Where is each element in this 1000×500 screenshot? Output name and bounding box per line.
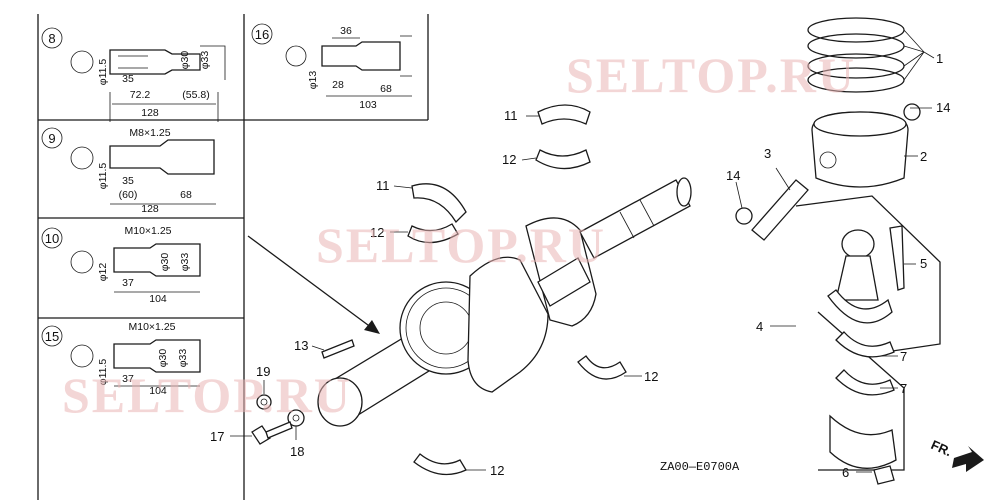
circlip-left (735, 207, 753, 225)
circlip-right (903, 103, 921, 121)
rod-cap-shell-1 (835, 331, 895, 358)
piston-pin (751, 179, 809, 241)
rod-nut (873, 465, 895, 485)
callout-1: 1 (936, 51, 943, 66)
svg-text:φ33: φ33 (177, 349, 189, 368)
callout-12d: 12 (490, 463, 504, 478)
variant-9: 9 M8×1.25 φ11.5 35 (60) 68 128 (41, 127, 216, 215)
callout-6: 6 (842, 465, 849, 480)
callout-12b: 12 (370, 225, 384, 240)
callout-7a: 7 (900, 349, 907, 364)
variant-8: 8 φ11.5 35 72.2 (55.8) 128 φ30 φ33 (41, 27, 226, 122)
variant-15-id: 15 (45, 329, 59, 344)
svg-text:φ11.5: φ11.5 (97, 59, 109, 86)
callout-numbers: 1 2 3 4 5 6 7 7 11 11 12 12 12 12 13 14 … (210, 51, 950, 480)
diagram-code: ZA00—E0700A (660, 460, 740, 474)
bearing-shell-11-mid (411, 183, 467, 224)
callout-7b: 7 (900, 381, 907, 396)
svg-text:φ33: φ33 (179, 253, 191, 272)
bearing-shell-12-top (535, 149, 591, 170)
callout-11b: 11 (376, 178, 390, 193)
svg-text:(55.8): (55.8) (182, 89, 209, 101)
svg-text:φ12: φ12 (97, 263, 109, 282)
svg-text:35: 35 (122, 175, 134, 187)
svg-text:104: 104 (149, 385, 167, 397)
connecting-rod (827, 229, 893, 324)
callout-leaders (230, 29, 935, 473)
watermarks: SELTOP.RU SELTOP.RU SELTOP.RU (62, 47, 856, 423)
bearing-shell-12-low (577, 355, 627, 380)
rod-bolt (889, 225, 905, 291)
svg-text:68: 68 (180, 189, 192, 201)
bearing-shell-11-top (537, 104, 591, 125)
variant-arrow (247, 235, 380, 334)
watermark-3: SELTOP.RU (62, 367, 352, 423)
callout-3: 3 (764, 146, 771, 161)
front-arrow-icon (952, 446, 984, 472)
variant-9-id: 9 (48, 131, 55, 146)
callout-13: 13 (294, 338, 308, 353)
bolt-17 (251, 421, 293, 445)
svg-text:φ13: φ13 (307, 71, 319, 90)
callout-12a: 12 (502, 152, 516, 167)
svg-text:(60): (60) (119, 189, 138, 201)
bearing-shell-12-mid (407, 223, 459, 244)
svg-text:68: 68 (380, 83, 392, 95)
svg-text:72.2: 72.2 (130, 89, 151, 101)
svg-text:φ33: φ33 (199, 51, 211, 70)
woodruff-key (321, 339, 355, 359)
svg-text:φ11.5: φ11.5 (97, 359, 109, 386)
crankshaft (317, 177, 692, 427)
callout-14b: 14 (726, 168, 740, 183)
watermark-1: SELTOP.RU (566, 47, 856, 103)
svg-text:M10×1.25: M10×1.25 (125, 225, 172, 237)
svg-text:36: 36 (340, 25, 352, 37)
svg-text:M10×1.25: M10×1.25 (129, 321, 176, 333)
callout-19: 19 (256, 364, 270, 379)
callout-2: 2 (920, 149, 927, 164)
callout-4: 4 (756, 319, 763, 334)
bearing-shell-12-bottom (413, 453, 467, 476)
variant-table (37, 14, 429, 500)
variant-10-id: 10 (45, 231, 59, 246)
svg-text:φ30: φ30 (159, 253, 171, 272)
svg-text:128: 128 (141, 203, 159, 215)
callout-17: 17 (210, 429, 224, 444)
callout-12c: 12 (644, 369, 658, 384)
watermark-2: SELTOP.RU (316, 217, 606, 273)
variant-8-id: 8 (48, 31, 55, 46)
svg-text:104: 104 (149, 293, 167, 305)
variant-15: 15 M10×1.25 φ11.5 37 104 φ30 φ33 (41, 321, 201, 397)
callout-18: 18 (290, 444, 304, 459)
callout-14a: 14 (936, 100, 950, 115)
svg-text:28: 28 (332, 79, 344, 91)
washer-19 (256, 394, 272, 410)
callout-5: 5 (920, 256, 927, 271)
svg-text:37: 37 (122, 373, 134, 385)
rod-cap (829, 414, 897, 469)
svg-text:128: 128 (141, 107, 159, 119)
callout-11a: 11 (504, 108, 518, 123)
svg-text:M8×1.25: M8×1.25 (129, 127, 170, 139)
svg-text:37: 37 (122, 277, 134, 289)
svg-text:φ30: φ30 (157, 349, 169, 368)
svg-text:φ11.5: φ11.5 (97, 163, 109, 190)
variant-16-id: 16 (255, 27, 269, 42)
rod-cap-shell-2 (835, 369, 895, 396)
variant-16: 16 36 φ13 28 68 103 (251, 23, 412, 111)
svg-text:35: 35 (122, 73, 134, 85)
con-rod-box (795, 195, 941, 355)
piston (811, 111, 909, 188)
direction-label: FR. (929, 437, 954, 459)
variant-10: 10 M10×1.25 φ12 37 104 φ30 φ33 (41, 225, 201, 305)
svg-text:103: 103 (359, 99, 377, 111)
svg-text:φ30: φ30 (179, 51, 191, 70)
